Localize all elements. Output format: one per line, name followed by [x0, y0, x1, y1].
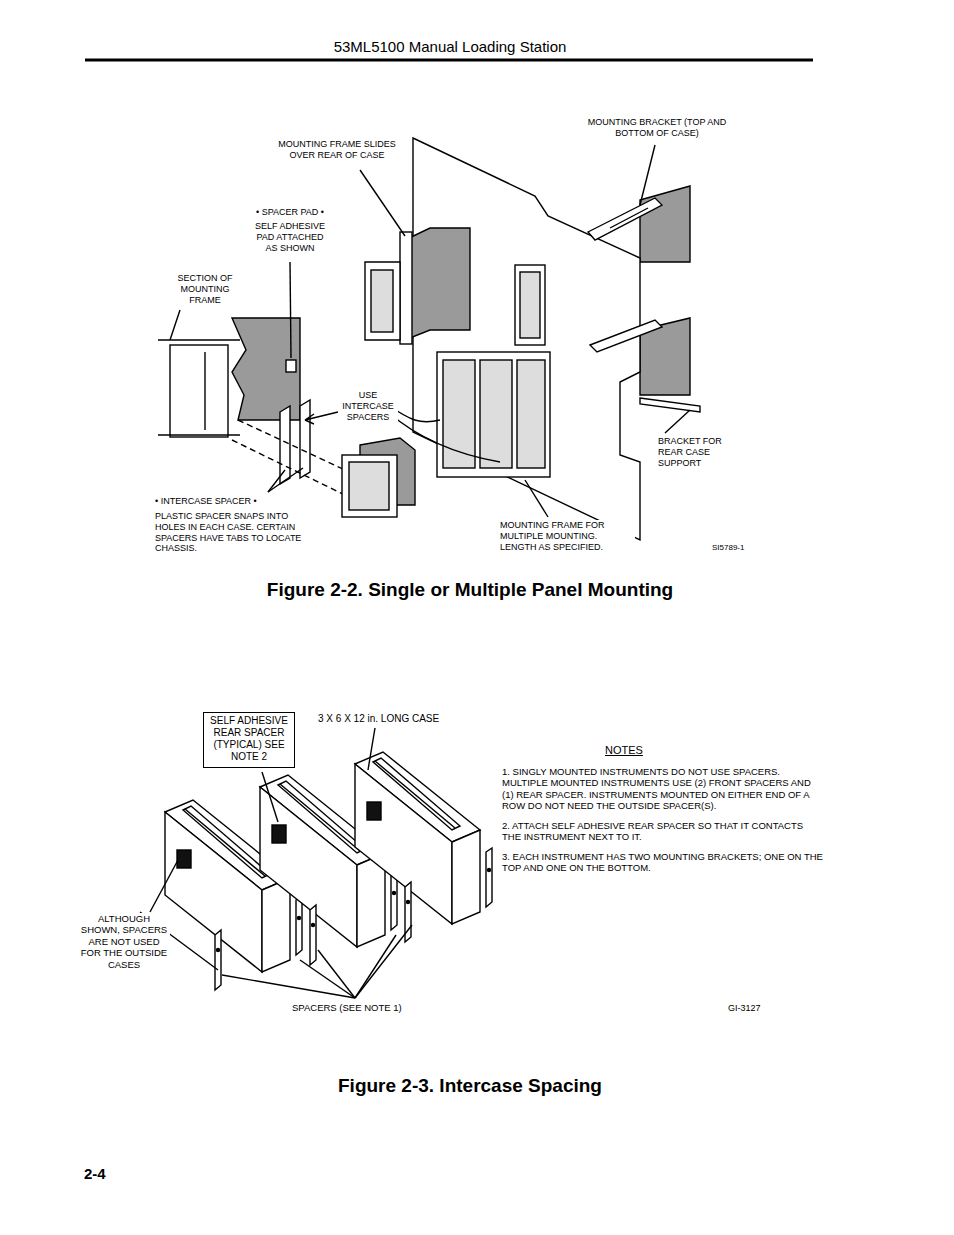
panel-opening: [515, 265, 545, 345]
mounting-bracket: [588, 198, 662, 240]
callout: ALTHOUGH SHOWN, SPACERS ARE NOT USED FOR…: [78, 913, 170, 970]
rear-case: [640, 186, 690, 262]
spacer-hole: [312, 924, 315, 927]
leader-line: [150, 860, 178, 912]
leader-line: [222, 975, 355, 998]
case-front: [365, 262, 400, 340]
callout: MOUNTING FRAME SLIDES OVER REAR OF CASE: [272, 139, 402, 161]
mounting-bracket: [373, 758, 460, 830]
callout: PLASTIC SPACER SNAPS INTO HOLES IN EACH …: [155, 511, 305, 554]
front-spacer: [310, 905, 316, 965]
callout: SELF ADHESIVE PAD ATTACHED AS SHOWN: [250, 221, 330, 253]
bracket-rod: [185, 809, 265, 876]
frame-edge: [158, 434, 240, 435]
mounting-bracket: [590, 320, 662, 352]
frame-divider: [204, 352, 205, 430]
callout: • SPACER PAD •: [250, 207, 330, 218]
intercase-spacer: [280, 406, 290, 484]
bracket-screw: [610, 208, 648, 228]
case-bezel: [349, 462, 389, 510]
rear-spacer: [367, 802, 381, 820]
case-front: [262, 878, 290, 972]
leader-arrow: [305, 412, 338, 424]
instrument-front: [517, 360, 545, 468]
case: [405, 228, 470, 340]
note: 2. ATTACH SELF ADHESIVE REAR SPACER SO T…: [502, 820, 824, 843]
note: 1. SINGLY MOUNTED INSTRUMENTS DO NOT USE…: [502, 766, 824, 812]
mounting-frame: [400, 232, 412, 344]
rear-support-bracket: [640, 398, 700, 412]
notes-heading: NOTES: [605, 744, 685, 757]
assembly-line: [238, 420, 345, 470]
leader-line: [318, 950, 355, 998]
callout-text: SELF ADHESIVE REAR SPACER (TYPICAL) SEE …: [207, 715, 291, 763]
case-front: [452, 830, 480, 924]
drawing-number: GI-3127: [728, 1003, 798, 1014]
header-rule: [85, 59, 813, 62]
rear-spacer: [177, 850, 191, 868]
figure-caption: Figure 2-2. Single or Multiple Panel Mou…: [150, 579, 790, 602]
spacer-hole: [217, 949, 220, 952]
drawing-number: SI5789-1: [712, 543, 772, 553]
leader-line: [360, 170, 405, 236]
instrument-front: [480, 360, 512, 468]
leader-line: [262, 772, 278, 822]
bracket-rod: [280, 784, 360, 851]
figure-caption: Figure 2-3. Intercase Spacing: [150, 1075, 790, 1098]
section-frame: [170, 345, 228, 437]
leader-line: [268, 468, 303, 492]
callout: MOUNTING FRAME FOR MULTIPLE MOUNTING. LE…: [500, 520, 635, 552]
intercase-spacing-figure: [140, 728, 492, 998]
spacer-hole: [488, 869, 491, 872]
front-spacer: [296, 896, 302, 955]
leader-line: [300, 960, 355, 998]
callout: BRACKET FOR REAR CASE SUPPORT: [658, 436, 738, 468]
leader-line: [355, 925, 412, 998]
assembly-line: [232, 440, 345, 495]
leader-line: [665, 410, 690, 433]
leader-line: [388, 412, 500, 462]
mounting-bracket: [278, 781, 365, 853]
spacer-hole: [407, 901, 410, 904]
leader-line: [368, 728, 375, 770]
front-spacer: [486, 848, 492, 907]
leader-line: [170, 310, 180, 340]
leader-line: [355, 935, 396, 998]
panel-mounting-figure: [158, 138, 700, 540]
callout: SECTION OF MOUNTING FRAME: [170, 273, 240, 305]
case-section: [232, 318, 300, 420]
spacer-hole: [393, 892, 396, 895]
leader-line: [268, 470, 285, 492]
callout: MOUNTING BRACKET (TOP AND BOTTOM OF CASE…: [582, 117, 732, 139]
callout-box: SELF ADHESIVE REAR SPACER (TYPICAL) SEE …: [203, 712, 295, 768]
spacer-hole: [298, 917, 301, 920]
callout: • INTERCASE SPACER •: [155, 496, 295, 507]
spacer-pad: [286, 360, 296, 372]
case-bezel: [371, 270, 393, 332]
panel-opening: [520, 272, 540, 338]
leader-line: [640, 145, 655, 205]
leader-line: [290, 262, 291, 358]
callout: 3 X 6 X 12 in. LONG CASE: [318, 713, 478, 725]
callout: SPACERS (SEE NOTE 1): [292, 1002, 452, 1013]
case-frame: [342, 455, 397, 517]
page-header: 53ML5100 Manual Loading Station: [250, 38, 650, 56]
front-spacer: [215, 930, 221, 990]
page-number: 2-4: [84, 1165, 144, 1183]
bracket-rod: [375, 761, 455, 828]
intercase-spacer: [300, 400, 310, 478]
multiple-mounting-frame: [437, 352, 550, 477]
leader-line: [525, 480, 548, 517]
rear-spacer: [272, 825, 286, 843]
callout: USE INTERCASE SPACERS: [338, 390, 398, 422]
note: 3. EACH INSTRUMENT HAS TWO MOUNTING BRAC…: [502, 851, 824, 874]
mounting-bracket: [183, 806, 270, 878]
